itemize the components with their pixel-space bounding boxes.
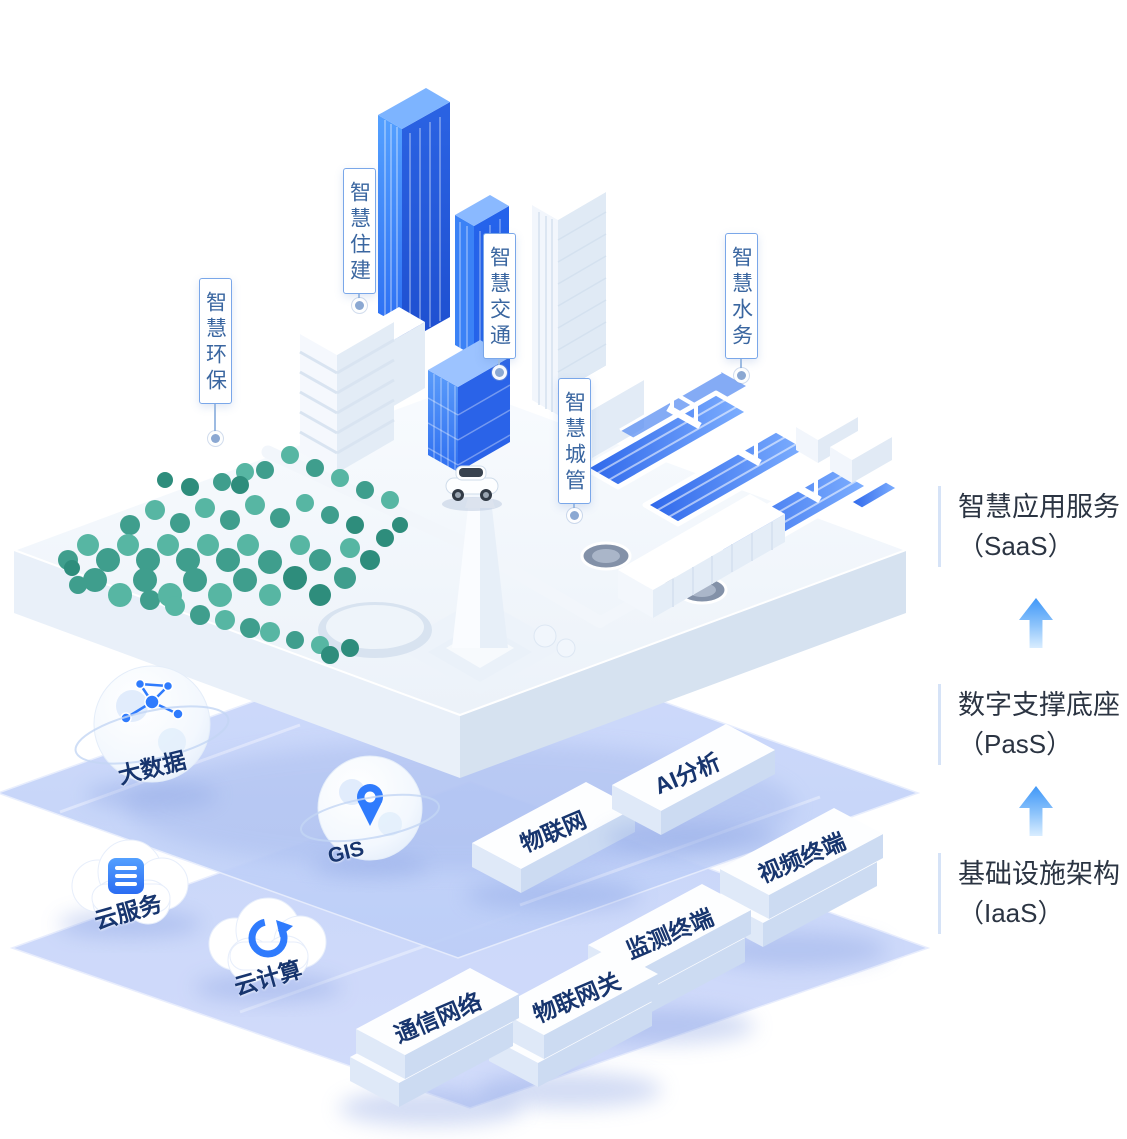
callout-dot	[569, 511, 579, 520]
utility-boxes	[796, 404, 901, 511]
box-shadow	[465, 879, 641, 911]
cloud-shadow	[194, 975, 342, 1001]
callout-label: 智慧住建	[342, 168, 376, 294]
box-shadow	[703, 932, 887, 968]
callout-dot	[736, 371, 746, 380]
callout-connector-line	[214, 404, 216, 432]
callout-smart-housing: 智慧住建	[311, 168, 407, 310]
tree-park	[58, 446, 408, 664]
box-shadow	[339, 1090, 523, 1126]
bigdata-sphere	[74, 665, 230, 783]
gis-sphere	[299, 755, 441, 861]
car	[442, 465, 502, 511]
sphere-shadow	[86, 781, 218, 809]
cloud-shadow	[58, 911, 202, 937]
legend-paas-subtitle: （PasS）	[958, 729, 1073, 759]
callout-label: 智慧水务	[724, 233, 758, 359]
callout-connector-line	[358, 294, 360, 299]
server-list-icon	[108, 858, 144, 894]
white-domes	[533, 624, 576, 658]
legend-iaas: 基础设施架构 （IaaS）	[938, 853, 1127, 934]
legend-paas-title: 数字支撑底座	[958, 690, 1120, 720]
legend-saas: 智慧应用服务 （SaaS）	[938, 486, 1127, 567]
box-shadow	[605, 822, 781, 854]
callout-label: 智慧城管	[557, 378, 591, 504]
callout-smart-environment: 智慧环保	[167, 278, 263, 443]
callout-connector-line	[740, 359, 742, 369]
legend-iaas-title: 基础设施架构	[958, 859, 1120, 889]
callout-connector-line	[498, 359, 500, 366]
callout-label: 智慧交通	[482, 233, 516, 359]
orbit-ring	[299, 793, 441, 843]
callout-dot	[210, 434, 220, 443]
callout-smart-water: 智慧水务	[693, 233, 789, 380]
cloud-service-cloud	[71, 839, 189, 925]
callout-smart-city-management: 智慧城管	[526, 378, 622, 520]
sync-arrow-icon	[248, 918, 293, 958]
callout-dot	[354, 301, 364, 310]
callout-dot	[494, 368, 504, 377]
water-treatment-area	[580, 370, 901, 618]
long-white-facility	[618, 494, 785, 618]
white-tower	[532, 177, 607, 415]
sphere-shadow	[312, 854, 428, 878]
blue-skyscraper	[378, 88, 450, 344]
orbit-ring	[74, 705, 230, 765]
cloud-computing-cloud	[208, 897, 327, 983]
legend-saas-subtitle: （SaaS）	[958, 531, 1074, 561]
water-pool	[582, 390, 752, 490]
callout-label: 智慧环保	[198, 278, 232, 404]
legend-saas-title: 智慧应用服务	[958, 492, 1120, 522]
callout-smart-traffic: 智慧交通	[451, 233, 547, 377]
legend-iaas-subtitle: （IaaS）	[958, 898, 1064, 928]
legend-paas: 数字支撑底座 （PasS）	[938, 684, 1127, 765]
white-stacked-building	[299, 301, 395, 473]
box-shadow	[478, 1072, 662, 1108]
callout-connector-line	[573, 504, 575, 509]
